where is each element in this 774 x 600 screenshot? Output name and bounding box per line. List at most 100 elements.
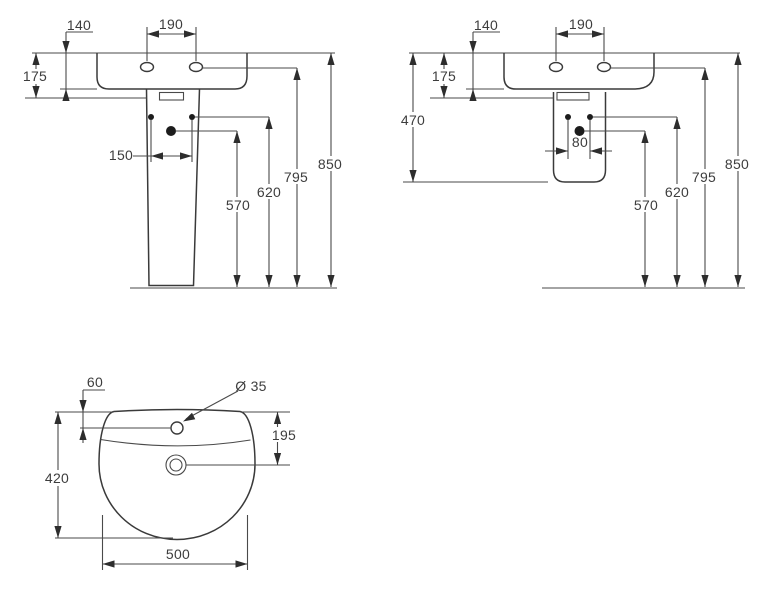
arrowhead xyxy=(151,152,163,160)
arrowhead xyxy=(147,30,159,38)
label-mask xyxy=(690,169,718,184)
dim-label-570: 570 xyxy=(226,197,250,213)
dim-label-175: 175 xyxy=(432,68,456,84)
dimension-dia35: Ø 35 xyxy=(183,378,267,422)
semi-pedestal-outline xyxy=(552,92,607,183)
arrowhead xyxy=(32,53,40,65)
dim-label-dia35: Ø 35 xyxy=(235,378,267,394)
arrowhead xyxy=(32,86,40,98)
label-mask xyxy=(663,184,690,199)
dimension-795: 795 xyxy=(690,68,718,287)
dimension-795: 795 xyxy=(282,68,310,287)
dim-label-190: 190 xyxy=(569,16,593,32)
dim-label-420: 420 xyxy=(45,470,69,486)
arrowhead xyxy=(469,89,477,101)
dimension-570: 570 xyxy=(224,131,251,287)
dim-label-850: 850 xyxy=(318,156,342,172)
arrowhead xyxy=(440,86,448,98)
label-mask xyxy=(430,69,456,84)
dimension-620: 620 xyxy=(255,117,282,287)
arrowhead xyxy=(469,41,477,53)
tap-hole-right xyxy=(188,61,204,73)
arrowhead xyxy=(701,68,709,80)
arrowhead xyxy=(641,131,649,143)
dim-label-140: 140 xyxy=(474,17,498,33)
label-mask xyxy=(632,197,659,212)
dim-label-795: 795 xyxy=(284,169,308,185)
dimension-175: 175 xyxy=(430,53,456,98)
arrowhead xyxy=(273,453,282,465)
dim-label-795: 795 xyxy=(692,169,716,185)
arrowhead xyxy=(54,412,62,424)
arrowhead xyxy=(556,30,568,38)
dim-label-150: 150 xyxy=(109,147,133,163)
arrowhead xyxy=(734,53,742,65)
arrowhead xyxy=(273,412,282,424)
dim-label-470: 470 xyxy=(401,112,425,128)
dimension-190: 190 xyxy=(146,16,197,61)
dimension-420: 420 xyxy=(42,412,173,539)
dim-label-570: 570 xyxy=(634,197,658,213)
arrowhead xyxy=(265,117,273,129)
plan-view: 60 Ø 35 195 420 xyxy=(42,374,299,570)
dim-label-60: 60 xyxy=(87,374,103,390)
tap-hole-left xyxy=(548,61,564,73)
dim-label-175: 175 xyxy=(23,68,47,84)
arrowhead xyxy=(327,53,335,65)
dimension-150: 150 xyxy=(109,147,192,163)
arrowhead xyxy=(440,53,448,65)
arrowhead xyxy=(673,275,681,287)
drain-inner-circle xyxy=(169,458,183,472)
dimension-195: 195 xyxy=(268,412,299,465)
dim-label-850: 850 xyxy=(725,156,749,172)
dim-label-500: 500 xyxy=(166,546,190,562)
label-mask xyxy=(255,184,282,199)
dimension-140: 140 xyxy=(62,17,93,101)
arrowhead xyxy=(409,170,417,182)
waste-outlet-dot xyxy=(574,126,585,136)
dim-label-140: 140 xyxy=(67,17,91,33)
dimension-175: 175 xyxy=(22,53,48,98)
label-mask xyxy=(22,69,48,84)
arrowhead xyxy=(293,275,301,287)
arrowhead xyxy=(180,152,192,160)
overflow-recess xyxy=(556,91,590,101)
fixing-hole-dot-right xyxy=(189,114,195,120)
arrowhead xyxy=(79,428,87,440)
arrowhead xyxy=(102,560,115,568)
arrowhead xyxy=(590,147,602,155)
dimension-80: 80 xyxy=(545,134,612,155)
fixing-hole-dot-left xyxy=(148,114,154,120)
dimension-620: 620 xyxy=(663,117,690,287)
basin-outline xyxy=(96,53,248,90)
arrowhead xyxy=(293,68,301,80)
arrowhead xyxy=(233,275,241,287)
dim-label-620: 620 xyxy=(257,184,281,200)
tap-hole-right xyxy=(596,61,612,73)
arrowhead xyxy=(641,275,649,287)
waste-outlet-dot xyxy=(166,126,176,136)
arrowhead xyxy=(556,147,568,155)
arrowhead xyxy=(62,89,70,101)
dim-label-190: 190 xyxy=(159,16,183,32)
label-mask xyxy=(282,169,310,184)
dimension-500: 500 xyxy=(101,515,249,570)
arrowhead xyxy=(184,30,196,38)
basin-outline xyxy=(503,53,655,90)
arrowhead xyxy=(592,30,604,38)
leader-line xyxy=(185,390,239,420)
tap-hole-left xyxy=(139,61,155,73)
basin-rim-outline xyxy=(98,408,256,541)
dimension-60: 60 xyxy=(79,374,105,443)
fixing-hole-dot-left xyxy=(565,114,571,120)
arrowhead xyxy=(409,53,417,65)
dim-label-80: 80 xyxy=(572,134,588,150)
dimension-190: 190 xyxy=(555,16,605,61)
dimension-140: 140 xyxy=(469,17,500,101)
dimension-570: 570 xyxy=(632,131,659,287)
arrowhead xyxy=(233,131,241,143)
arrowhead xyxy=(235,560,248,568)
drain-outer-circle xyxy=(165,454,187,476)
arrowhead xyxy=(327,275,335,287)
